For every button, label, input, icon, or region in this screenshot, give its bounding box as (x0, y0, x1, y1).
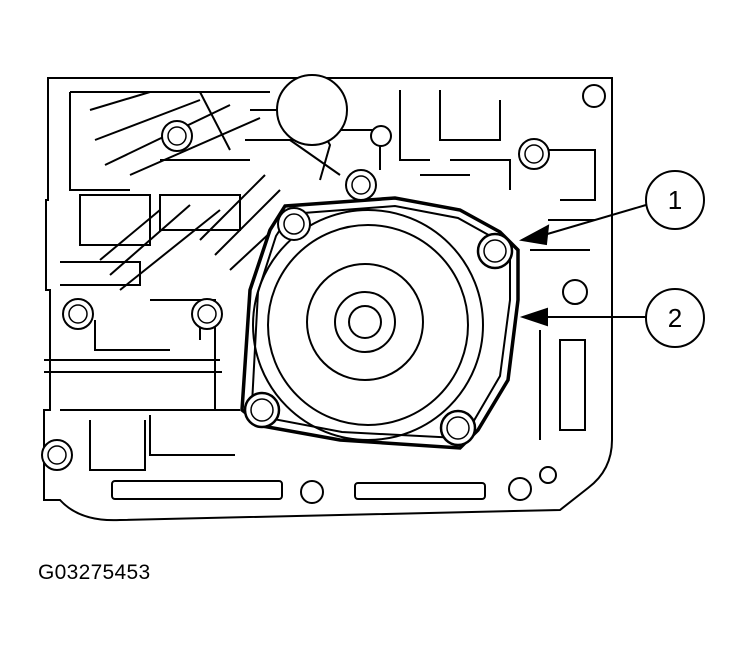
casting-holes (300, 84, 606, 504)
bolt-body-1 (161, 120, 193, 152)
lower-left-structure (44, 299, 240, 471)
bottom-slots (111, 480, 486, 500)
bolt-bottom-right-cover (439, 409, 477, 447)
callout-2-label: 2 (668, 303, 682, 333)
callout-1: 1 (645, 170, 705, 230)
cover-plate (250, 204, 511, 441)
figure-id-label: G03275453 (38, 561, 151, 584)
bolt-top-right-cover (476, 232, 514, 270)
bolt-body-3 (345, 169, 377, 201)
accumulator-bore (276, 74, 348, 146)
bolt-body-5 (191, 298, 223, 330)
callout-1-label: 1 (668, 185, 682, 215)
bolt-top-left-cover (277, 207, 311, 241)
bolt-body-6 (41, 439, 73, 471)
callout-2: 2 (645, 288, 705, 348)
bolts (41, 120, 550, 471)
bolt-body-2 (518, 138, 550, 170)
bolt-bottom-left-cover (243, 391, 281, 429)
callout-leaders (518, 204, 647, 327)
bolt-body-4 (62, 298, 94, 330)
